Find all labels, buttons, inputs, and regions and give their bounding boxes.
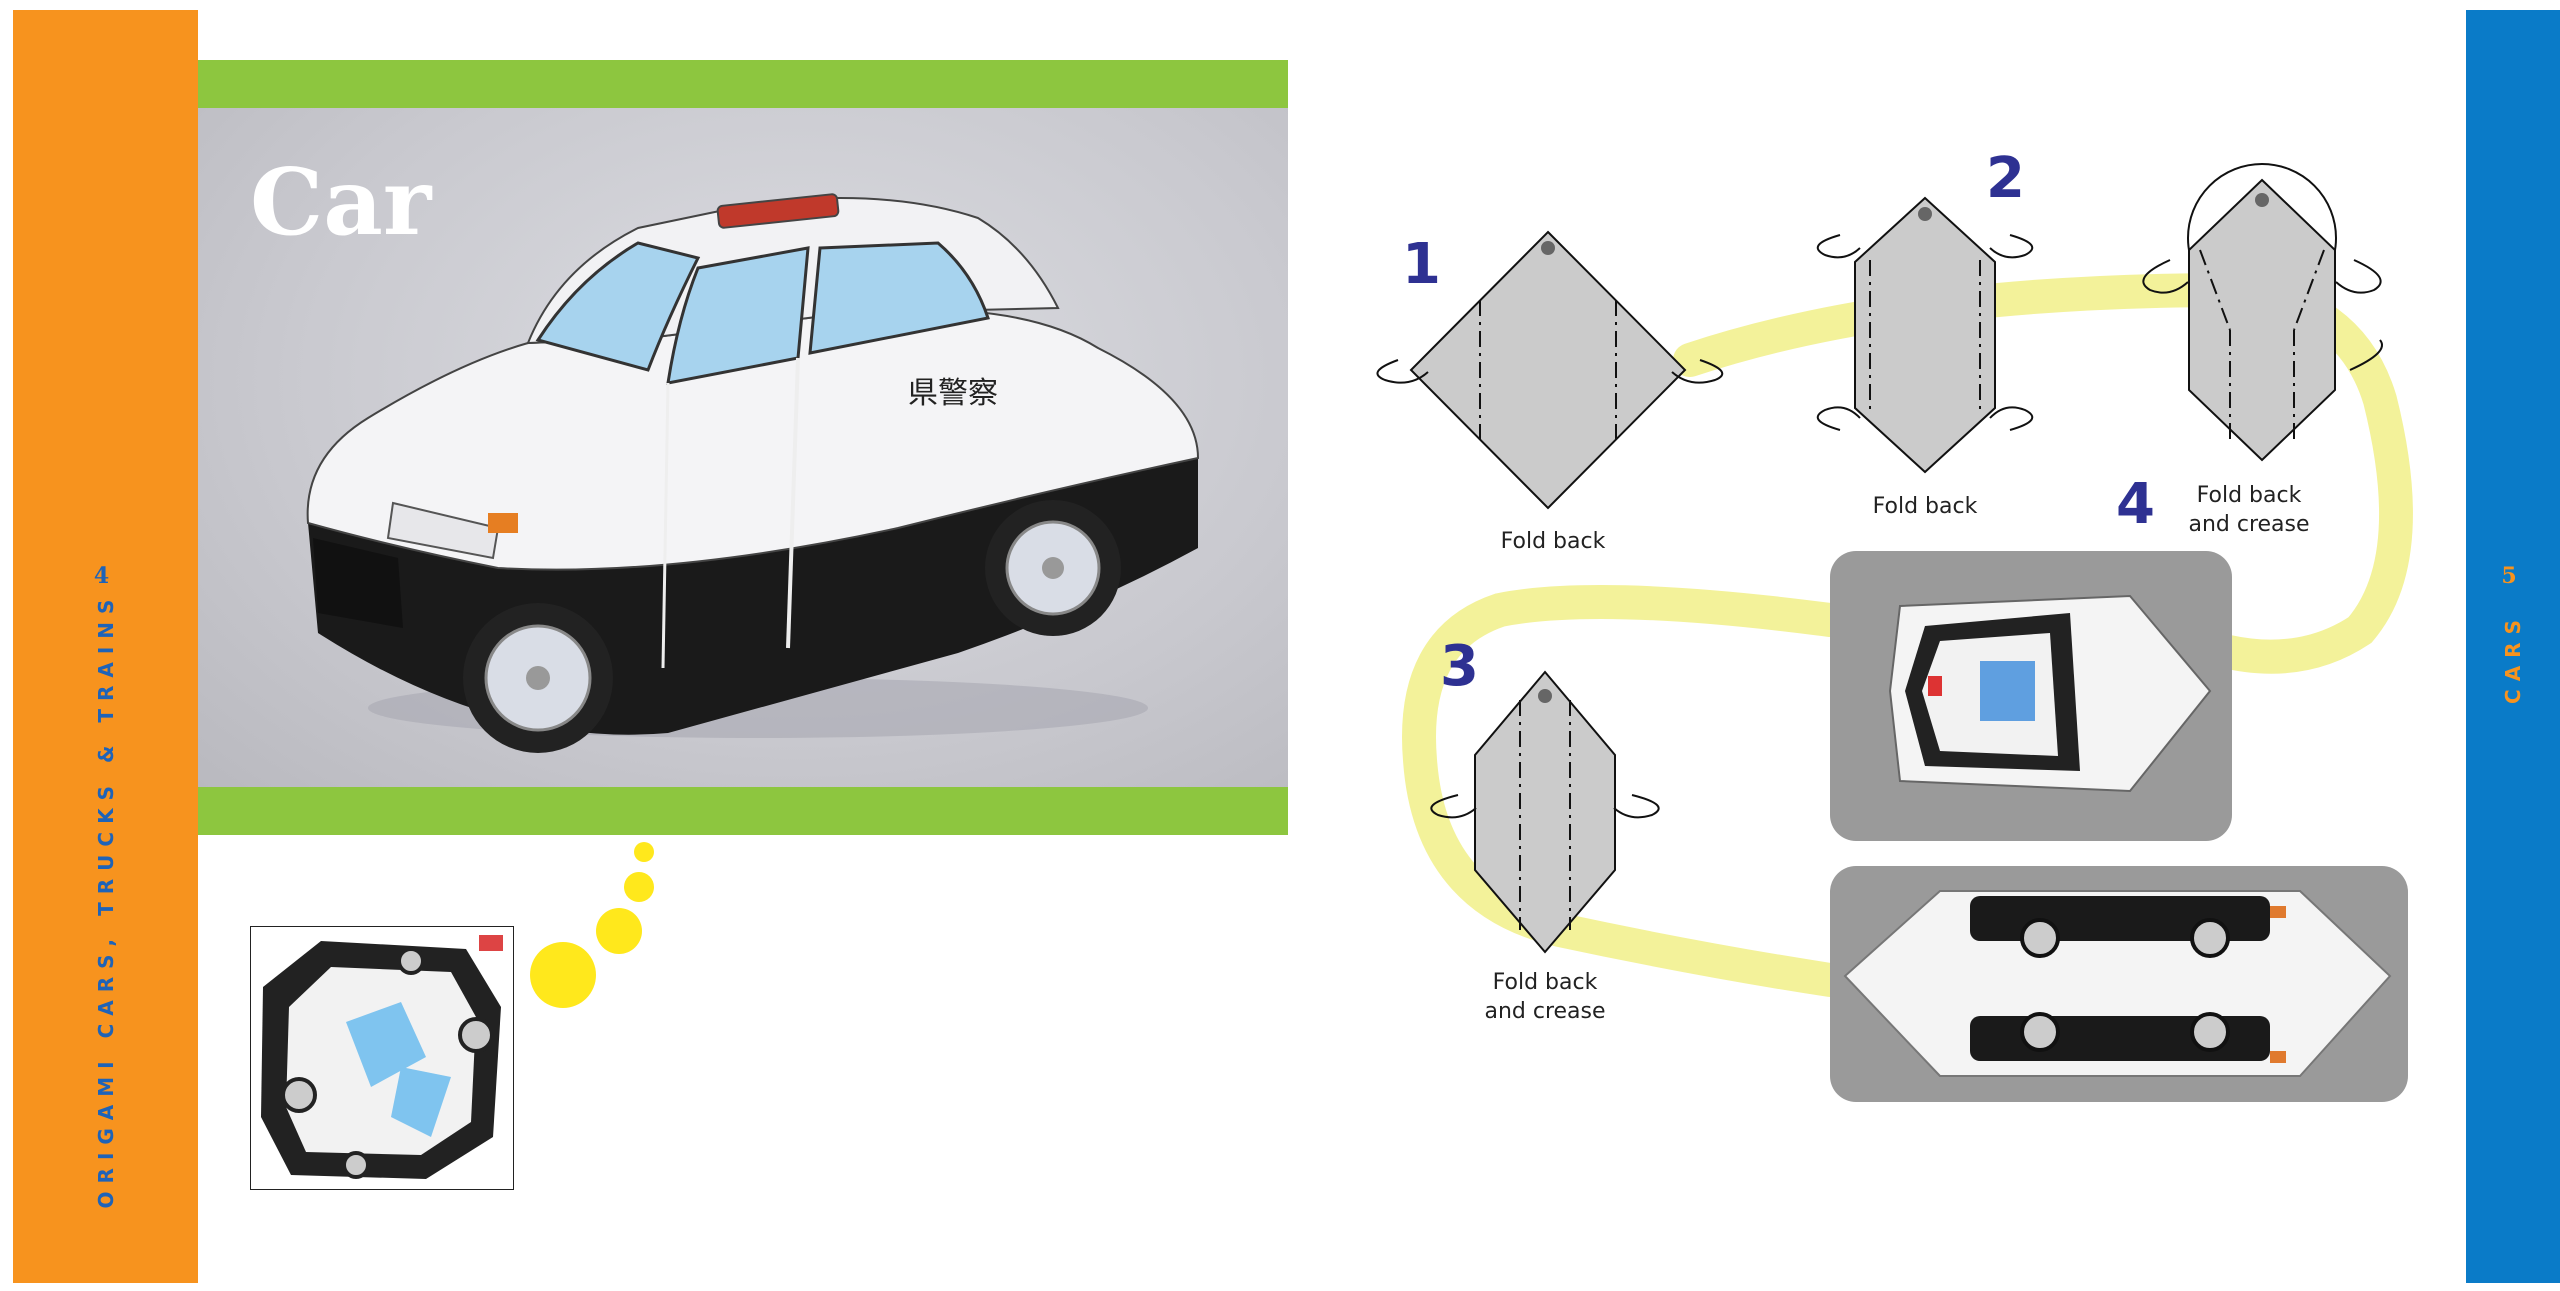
step-2-caption: Fold back — [1872, 494, 1978, 519]
step-1-caption: Fold back — [1500, 529, 1606, 554]
left-page-number: 4 — [93, 563, 118, 589]
right-side-bar: 5 CARS — [2466, 10, 2560, 1283]
right-page-number: 5 — [2501, 563, 2525, 589]
thought-bubble-large — [530, 942, 596, 1008]
photo-title: Car — [250, 148, 432, 256]
thought-bubble-medium — [596, 908, 642, 954]
folded-car-side-views-illustration — [1843, 890, 2392, 1077]
green-band-bottom — [198, 787, 1288, 835]
step-4-diagram — [2142, 163, 2383, 462]
thought-bubble-tiny — [634, 842, 654, 862]
step-3-caption: Fold back and crease — [1484, 970, 1606, 1024]
door-lettering: 県警察 — [908, 376, 998, 411]
step-4-number: 4 — [2116, 472, 2155, 537]
car-photo: 県警察 Car — [198, 108, 1288, 787]
left-side-bar: 4 ORIGAMI CARS, TRUCKS & TRAINS — [13, 10, 198, 1283]
step-photo-side-views — [1830, 866, 2408, 1102]
step-1-diagram — [1376, 230, 1724, 510]
main-photo-frame: 県警察 Car — [198, 60, 1288, 835]
car-pattern-thumbnail — [250, 926, 514, 1190]
step-3-number: 3 — [1440, 634, 1479, 699]
folded-car-top-view-illustration — [1888, 594, 2212, 793]
step-3-diagram — [1430, 670, 1660, 954]
step-2-diagram — [1816, 196, 2034, 474]
car-pattern-sheet-illustration — [261, 935, 503, 1179]
thought-bubble-small — [624, 872, 654, 902]
green-band-top — [198, 60, 1288, 108]
guide-path-lower — [1402, 585, 1847, 997]
step-2-number: 2 — [1986, 146, 2025, 211]
step-photo-top-view — [1830, 551, 2232, 841]
step-4-caption: Fold back and crease — [2188, 483, 2310, 537]
step-1-number: 1 — [1402, 232, 1441, 297]
police-car-illustration: 県警察 — [306, 193, 1200, 753]
